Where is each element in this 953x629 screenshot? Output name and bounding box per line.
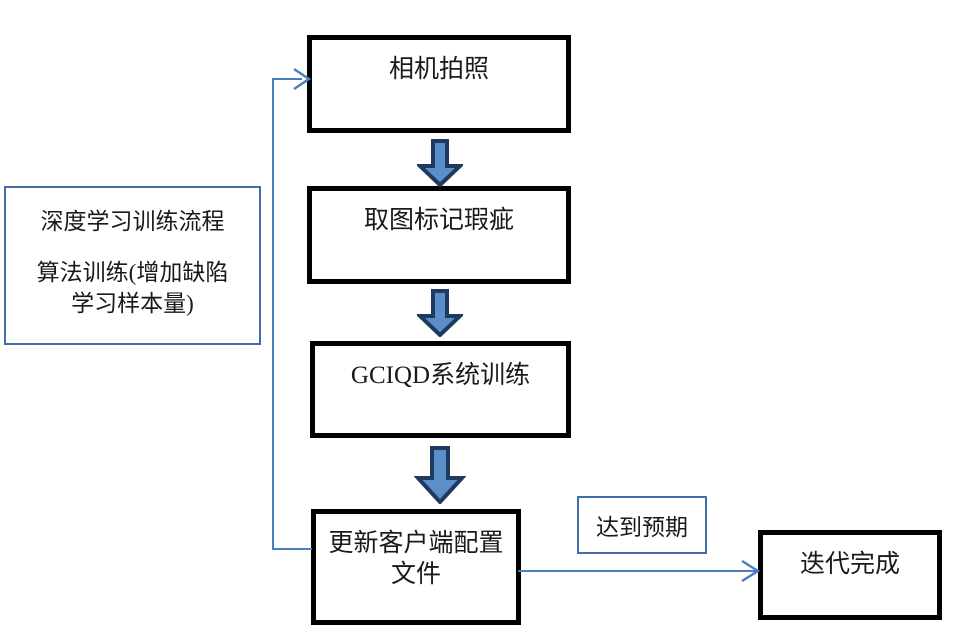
feedback-arrowhead-icon	[293, 68, 312, 90]
feedback-line-top	[272, 78, 302, 80]
node-done-label: 迭代完成	[799, 551, 900, 578]
note-panel-body: 算法训练(增加缺陷 学习样本量)	[36, 260, 229, 317]
note-panel-spacer	[6, 237, 259, 257]
edge-label-expected: 达到预期	[577, 496, 707, 554]
block-arrow-train-to-update	[414, 446, 466, 504]
note-panel: 深度学习训练流程 算法训练(增加缺陷 学习样本量)	[4, 186, 261, 345]
line-update-to-done	[518, 570, 756, 572]
block-arrow-camera-to-annotate	[417, 139, 463, 187]
done-arrowhead-icon	[741, 559, 761, 583]
node-update[interactable]: 更新客户端配置 文件	[311, 509, 521, 625]
node-annotate-label: 取图标记瑕疵	[363, 207, 514, 234]
feedback-line-bottom	[272, 548, 312, 550]
node-camera[interactable]: 相机拍照	[307, 35, 571, 133]
block-arrow-annotate-to-train	[417, 289, 463, 337]
note-panel-heading: 深度学习训练流程	[40, 209, 225, 234]
node-train-label: GCIQD系统训练	[350, 362, 531, 389]
node-camera-label: 相机拍照	[388, 56, 489, 83]
feedback-line-vertical	[272, 78, 274, 549]
edge-label-expected-text: 达到预期	[596, 515, 688, 540]
node-done[interactable]: 迭代完成	[758, 530, 942, 620]
node-update-label: 更新客户端配置 文件	[328, 530, 504, 589]
node-train[interactable]: GCIQD系统训练	[310, 341, 571, 438]
node-annotate[interactable]: 取图标记瑕疵	[307, 186, 571, 284]
